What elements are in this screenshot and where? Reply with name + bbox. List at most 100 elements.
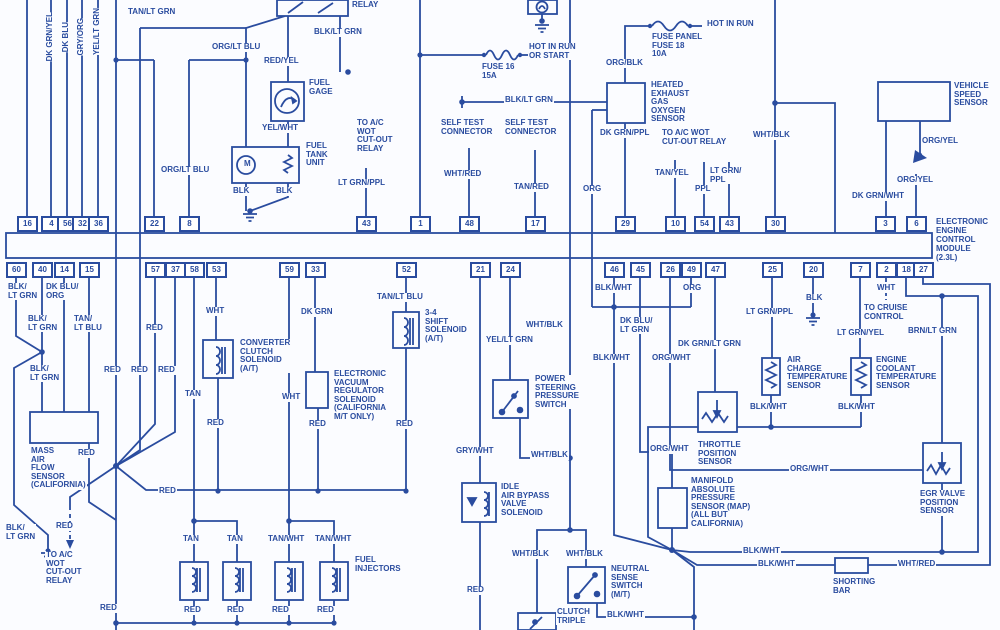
- note-to-cruise-control: TO CRUISE CONTROL: [863, 303, 909, 321]
- injector-coil-icon: [234, 567, 244, 593]
- wire-blk-wht-r1: BLK/WHT: [742, 546, 781, 556]
- ecm-pin-27: 27: [913, 262, 934, 278]
- ecm-pin-22: 22: [144, 216, 165, 232]
- wire-wht-blk-clutch: WHT/BLK: [511, 549, 550, 559]
- comp-maf-sensor: MASS AIR FLOW SENSOR (CALIFORNIA): [30, 446, 87, 490]
- relay-switch-icon: [287, 1, 334, 14]
- wire-org-lt-blu-2: ORG/LT BLU: [160, 165, 211, 175]
- wire-tan-lt-grn-top: TAN/LT GRN: [127, 7, 177, 17]
- wire-brn-lt-grn: BRN/LT GRN: [907, 326, 958, 336]
- comp-neutral-sense-switch: NEUTRAL SENSE SWITCH (M/T): [610, 564, 651, 599]
- wire-dk-blu-org: DK BLU/ ORG: [45, 282, 80, 300]
- ecm-pin-45: 45: [630, 262, 651, 278]
- wires-bottom: [13, 278, 991, 630]
- ecm-pin-40: 40: [32, 262, 53, 278]
- wire-red-left-bottom: RED: [99, 603, 118, 613]
- wire-org-blk: ORG/BLK: [605, 58, 644, 68]
- ecm-pin-7: 7: [850, 262, 871, 278]
- fuel-gage-dial-icon: [274, 88, 300, 114]
- comp-shorting-bar: SHORTING BAR: [832, 577, 877, 595]
- ecm-module-box: [5, 232, 933, 259]
- wire-red-c: RED: [157, 365, 176, 375]
- wire-tan-yel: TAN/YEL: [654, 168, 690, 178]
- ecm-pin-2: 2: [876, 262, 897, 278]
- wire-wht-p53: WHT: [205, 306, 226, 316]
- wire-red-p57: RED: [145, 323, 164, 333]
- tps-pot-icon: [701, 400, 729, 424]
- wire-yel-wht: YEL/WHT: [261, 123, 299, 133]
- wire-lt-grn-ppl-1: LT GRN/PPL: [337, 178, 386, 188]
- wire-red-i4: RED: [316, 605, 335, 615]
- ecm-pin-6: 6: [906, 216, 927, 232]
- wire-tan-p58: TAN: [184, 389, 202, 399]
- wire-blk-lt-grn-arrow: BLK/LT GRN: [504, 95, 554, 105]
- ecm-pin-24: 24: [500, 262, 521, 278]
- fuel-pump-motor-icon: [236, 155, 256, 175]
- wire-blk-wht-nss: BLK/WHT: [606, 610, 645, 620]
- ecm-pin-26: 26: [660, 262, 681, 278]
- wire-blk-p20: BLK: [805, 293, 824, 303]
- wire-red-i1: RED: [183, 605, 202, 615]
- converter-clutch-coil-icon: [215, 346, 226, 375]
- ecm-pin-21: 21: [470, 262, 491, 278]
- wire-org-p49: ORG: [682, 283, 703, 293]
- wire-org-1: ORG: [582, 184, 603, 194]
- ecm-pin-20: 20: [803, 262, 824, 278]
- comp-act-sensor: AIR CHARGE TEMPERATURE SENSOR: [786, 355, 849, 390]
- ecm-pin-17: 17: [525, 216, 546, 232]
- wire-red-evr: RED: [308, 419, 327, 429]
- ecm-pin-60: 60: [6, 262, 27, 278]
- injector-1-box: [179, 561, 209, 601]
- ecm-pin-54: 54: [694, 216, 715, 232]
- egr-sensor-box: [922, 442, 962, 484]
- wire-wht-p59: WHT: [281, 392, 302, 402]
- wire-dk-grn-p33: DK GRN: [300, 307, 334, 317]
- comp-fuse-panel: FUSE PANEL FUSE 18 10A: [651, 32, 704, 59]
- comp-vss: VEHICLE SPEED SENSOR: [953, 81, 990, 108]
- wire-dk-grn-yel: DK GRN/YEL: [45, 12, 56, 62]
- wire-red-34: RED: [395, 419, 414, 429]
- note-hot-in-run-or-start: HOT IN RUN OR START: [528, 42, 577, 60]
- wire-red-b: RED: [130, 365, 149, 375]
- wire-dk-blu: DK BLU: [61, 22, 72, 53]
- ecm-pin-53: 53: [206, 262, 227, 278]
- wire-tan-red: TAN/RED: [513, 182, 550, 192]
- wire-red-i3: RED: [271, 605, 290, 615]
- wire-red-idle: RED: [466, 585, 485, 595]
- converter-clutch-box: [202, 339, 234, 379]
- comp-self-test-1: SELF TEST CONNECTOR: [440, 118, 494, 136]
- map-sensor-box: [657, 487, 688, 529]
- injector-coil-icon: [191, 567, 201, 593]
- shorting-bar-box: [834, 557, 869, 574]
- wire-red-a: RED: [103, 365, 122, 375]
- wire-blk-lt-grn-mid2: BLK/ LT GRN: [29, 364, 61, 382]
- sym-motor-m: M: [243, 159, 252, 169]
- ecm-pin-52: 52: [396, 262, 417, 278]
- wire-blk-lt-grn-gnd: BLK/ LT GRN: [5, 523, 37, 541]
- note-to-ac-wot-relay-1: TO A/C WOT CUT-OUT RELAY: [356, 118, 394, 153]
- wire-tan-wht-i4: TAN/WHT: [314, 534, 353, 544]
- wire-yel-lt-grn-p24: YEL/LT GRN: [485, 335, 534, 345]
- maf-sensor-box: [29, 411, 99, 444]
- wire-red-bus: RED: [158, 486, 177, 496]
- ecm-pin-33: 33: [305, 262, 326, 278]
- comp-ect-sensor: ENGINE COOLANT TEMPERATURE SENSOR: [875, 355, 938, 390]
- wire-red-ac: RED: [55, 521, 74, 531]
- ecm-pin-36: 36: [88, 216, 109, 232]
- bulb-icon: [535, 0, 549, 14]
- wire-lt-grn-ppl-2: LT GRN/ PPL: [709, 166, 743, 184]
- wire-dk-grn-lt-grn: DK GRN/LT GRN: [677, 339, 742, 349]
- wire-tan-i1: TAN: [182, 534, 200, 544]
- comp-egr-sensor: EGR VALVE POSITION SENSOR: [919, 489, 967, 516]
- ground-icon: [535, 24, 549, 33]
- wire-wht-blk-570: WHT/BLK: [525, 320, 564, 330]
- wire-yel-lt-grn-v: YEL/LT GRN: [92, 8, 103, 55]
- wire-dk-blu-lt-grn: DK BLU/ LT GRN: [619, 316, 654, 334]
- ecm-pin-15: 15: [79, 262, 100, 278]
- comp-relay: RELAY: [351, 0, 380, 10]
- ecm-pin-16: 16: [17, 216, 38, 232]
- wire-red-yel: RED/YEL: [263, 56, 300, 66]
- ecm-pin-46: 46: [604, 262, 625, 278]
- component-symbols: [191, 0, 951, 630]
